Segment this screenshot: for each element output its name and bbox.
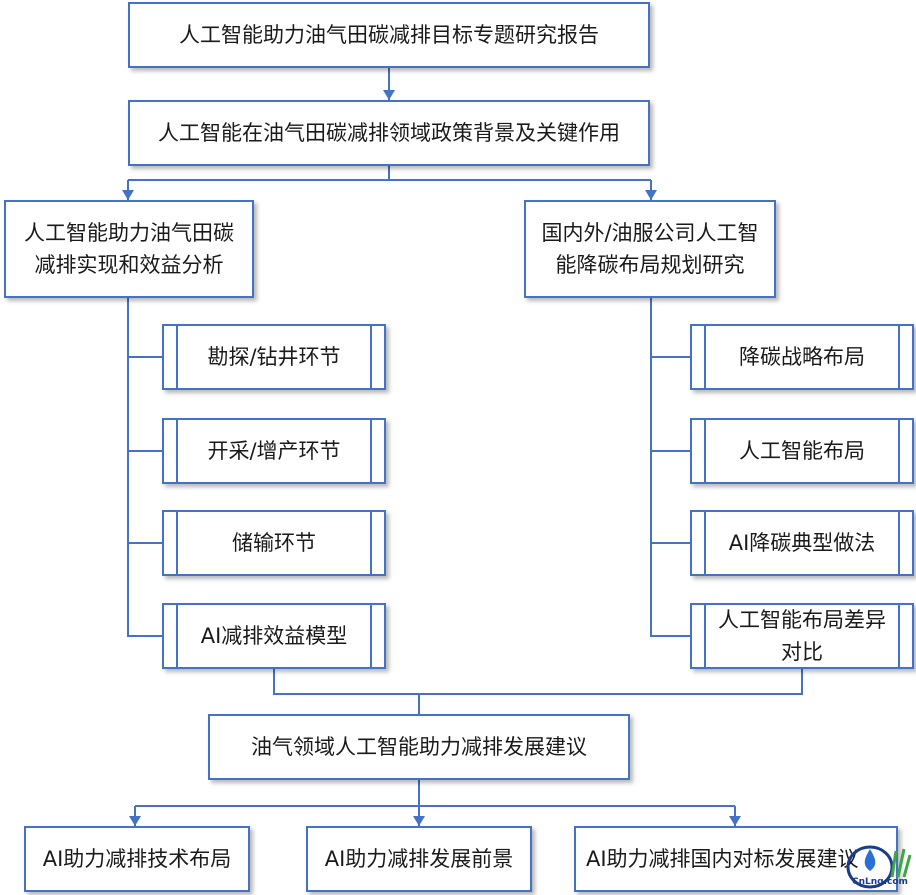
output-label: AI助力减排发展前景 xyxy=(324,847,514,871)
left-item-label: 开采/增产环节 xyxy=(207,439,341,463)
right-item-ai-layout: 人工智能布局 xyxy=(690,418,914,484)
right-item-label: AI降碳典型做法 xyxy=(728,531,876,555)
left-item-exploration: 勘探/钻井环节 xyxy=(162,324,386,390)
output-label: AI助力减排国内对标发展建议 xyxy=(586,847,859,871)
arrow-head xyxy=(383,90,395,100)
left-item-label: AI减排效益模型 xyxy=(200,624,348,648)
right-branch-box: 国内外/油服公司人工智能降碳布局规划研究 xyxy=(524,200,776,298)
right-item-comparison: 人工智能布局差异对比 xyxy=(690,603,914,669)
merge-box: 油气领域人工智能助力减排发展建议 xyxy=(208,714,630,780)
output-label: AI助力减排技术布局 xyxy=(42,847,232,871)
policy-background-label: 人工智能在油气田碳减排领域政策背景及关键作用 xyxy=(158,121,620,145)
right-branch-title: 国内外/油服公司人工智能降碳布局规划研究 xyxy=(541,221,759,277)
right-spine xyxy=(650,298,690,637)
watermark-logo: CnLng.com xyxy=(846,837,912,893)
arrow-head xyxy=(729,816,741,826)
report-title: 人工智能助力油气田碳减排目标专题研究报告 xyxy=(179,23,599,47)
report-title-box: 人工智能助力油气田碳减排目标专题研究报告 xyxy=(128,2,650,68)
arrow-head xyxy=(645,190,657,200)
droplet-logo-icon xyxy=(846,845,912,889)
arrow-head xyxy=(129,816,141,826)
merge-bar xyxy=(273,669,803,695)
left-item-label: 勘探/钻井环节 xyxy=(207,345,341,369)
output-prospects: AI助力减排发展前景 xyxy=(306,826,532,892)
output-benchmark: AI助力减排国内对标发展建议 xyxy=(574,826,898,892)
right-item-label: 人工智能布局差异对比 xyxy=(718,608,886,664)
right-item-practices: AI降碳典型做法 xyxy=(690,510,914,576)
merge-title: 油气领域人工智能助力减排发展建议 xyxy=(251,735,587,759)
left-item-production: 开采/增产环节 xyxy=(162,418,386,484)
left-branch-title: 人工智能助力油气田碳减排实现和效益分析 xyxy=(24,221,234,277)
right-item-label: 人工智能布局 xyxy=(739,439,865,463)
left-branch-box: 人工智能助力油气田碳减排实现和效益分析 xyxy=(4,200,254,298)
left-spine xyxy=(127,298,162,637)
left-item-benefit-model: AI减排效益模型 xyxy=(162,603,386,669)
output-tech-layout: AI助力减排技术布局 xyxy=(24,826,250,892)
left-item-label: 储输环节 xyxy=(232,531,316,555)
arrow-head xyxy=(122,190,134,200)
left-item-storage: 储输环节 xyxy=(162,510,386,576)
right-item-strategy: 降碳战略布局 xyxy=(690,324,914,390)
watermark-text: CnLng.com xyxy=(852,877,908,887)
policy-background-box: 人工智能在油气田碳减排领域政策背景及关键作用 xyxy=(128,100,650,166)
right-item-label: 降碳战略布局 xyxy=(739,345,865,369)
arrow-head xyxy=(413,816,425,826)
